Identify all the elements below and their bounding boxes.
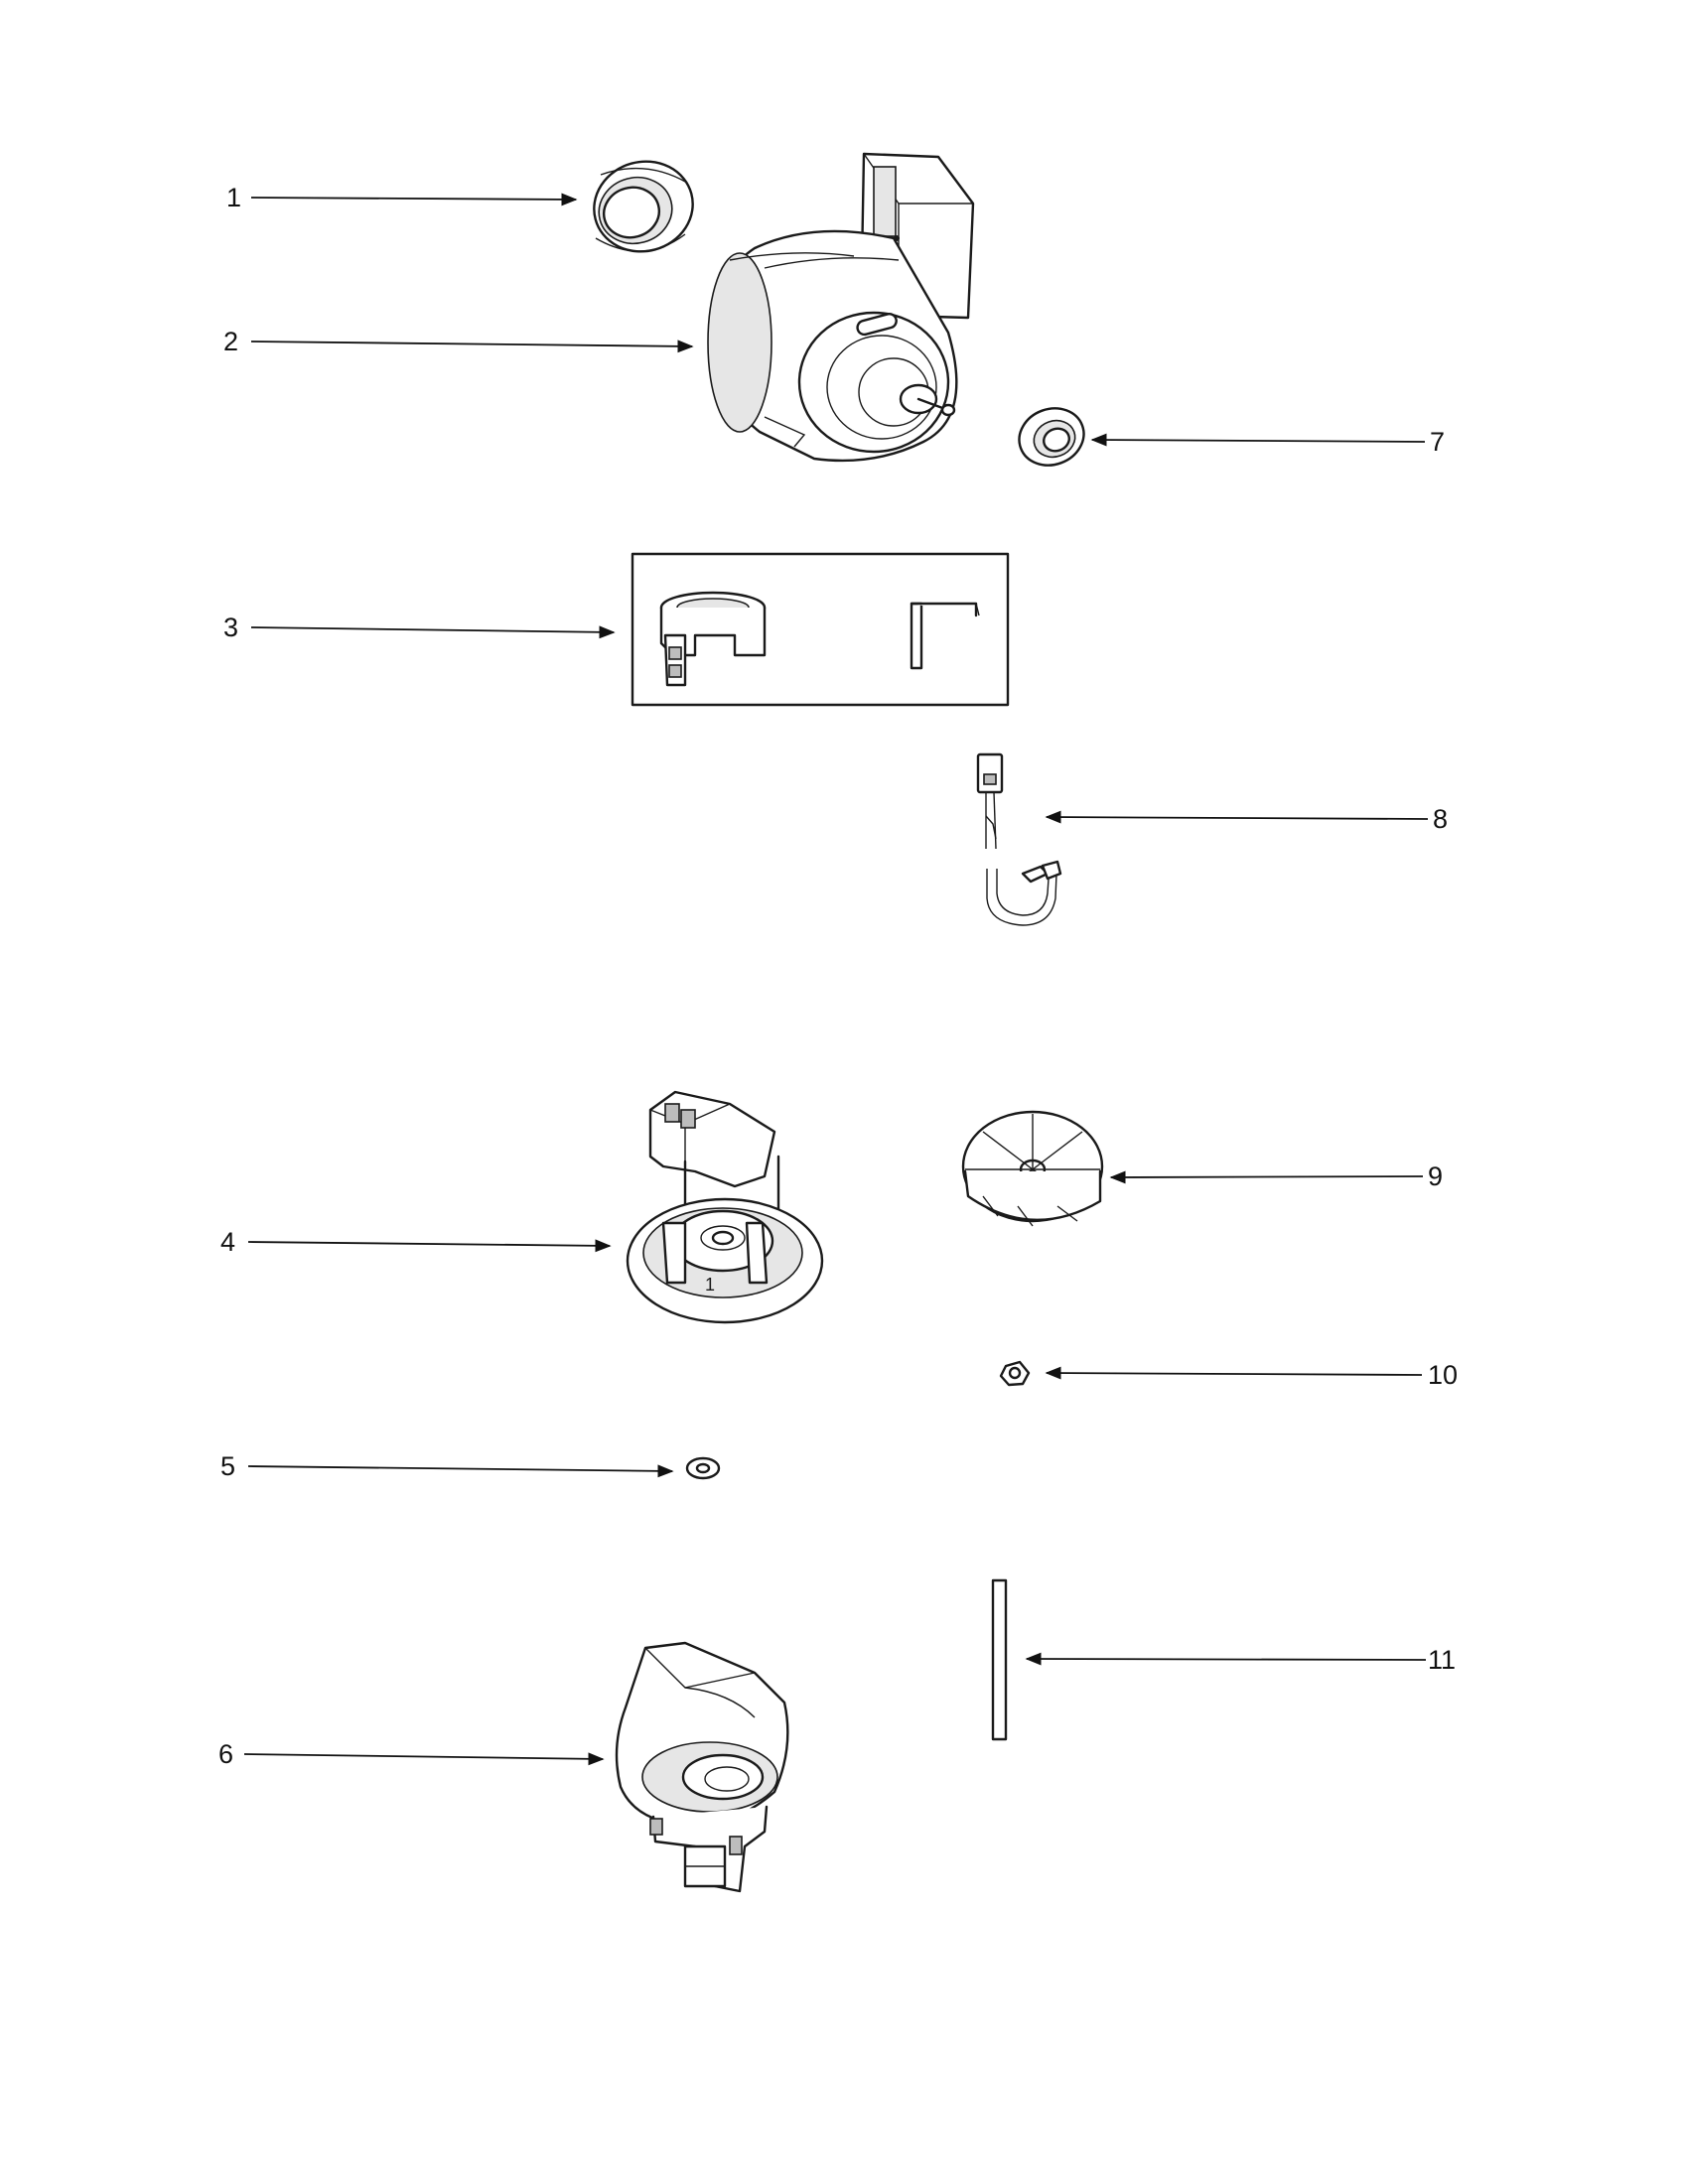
callout-label-9: 9 xyxy=(1428,1161,1443,1191)
part-7-small-bearing-drawing xyxy=(1018,407,1085,467)
part-3-bracket-kit-drawing xyxy=(631,552,1010,707)
part-1-bearing-ring-drawing xyxy=(593,160,694,253)
leader-line-8 xyxy=(1045,810,1429,824)
part-4-motor-housing-drawing: 1 xyxy=(626,1090,824,1324)
leader-line-1 xyxy=(250,193,578,206)
leader-line-3 xyxy=(250,625,616,639)
callout-label-10: 10 xyxy=(1428,1360,1458,1390)
callout-label-11: 11 xyxy=(1428,1645,1456,1675)
callout-label-8: 8 xyxy=(1433,804,1448,834)
part-8-wire-harness-drawing xyxy=(976,752,1062,926)
leader-line-11 xyxy=(1025,1652,1427,1666)
callout-label-7: 7 xyxy=(1430,427,1445,457)
part-9-fan-drawing xyxy=(961,1110,1104,1227)
leader-line-6 xyxy=(243,1752,605,1766)
leader-line-9 xyxy=(1109,1170,1424,1184)
housing-mark: 1 xyxy=(705,1275,715,1295)
part-5-washer-drawing xyxy=(685,1456,721,1480)
callout-label-6: 6 xyxy=(218,1739,233,1769)
leader-line-2 xyxy=(250,340,694,353)
part-10-nut-drawing xyxy=(999,1360,1031,1387)
leader-line-10 xyxy=(1045,1366,1423,1380)
part-11-strip-drawing xyxy=(991,1578,1008,1741)
leader-line-7 xyxy=(1090,433,1426,447)
callout-label-5: 5 xyxy=(220,1451,235,1481)
callout-label-1: 1 xyxy=(226,183,241,212)
leader-line-5 xyxy=(247,1464,674,1478)
part-2-motor-drawing xyxy=(707,152,975,463)
callout-label-3: 3 xyxy=(223,613,238,642)
leader-line-4 xyxy=(247,1239,612,1253)
part-6-fan-housing-drawing xyxy=(615,1641,789,1893)
callout-label-4: 4 xyxy=(220,1227,235,1257)
callout-label-2: 2 xyxy=(223,327,238,356)
